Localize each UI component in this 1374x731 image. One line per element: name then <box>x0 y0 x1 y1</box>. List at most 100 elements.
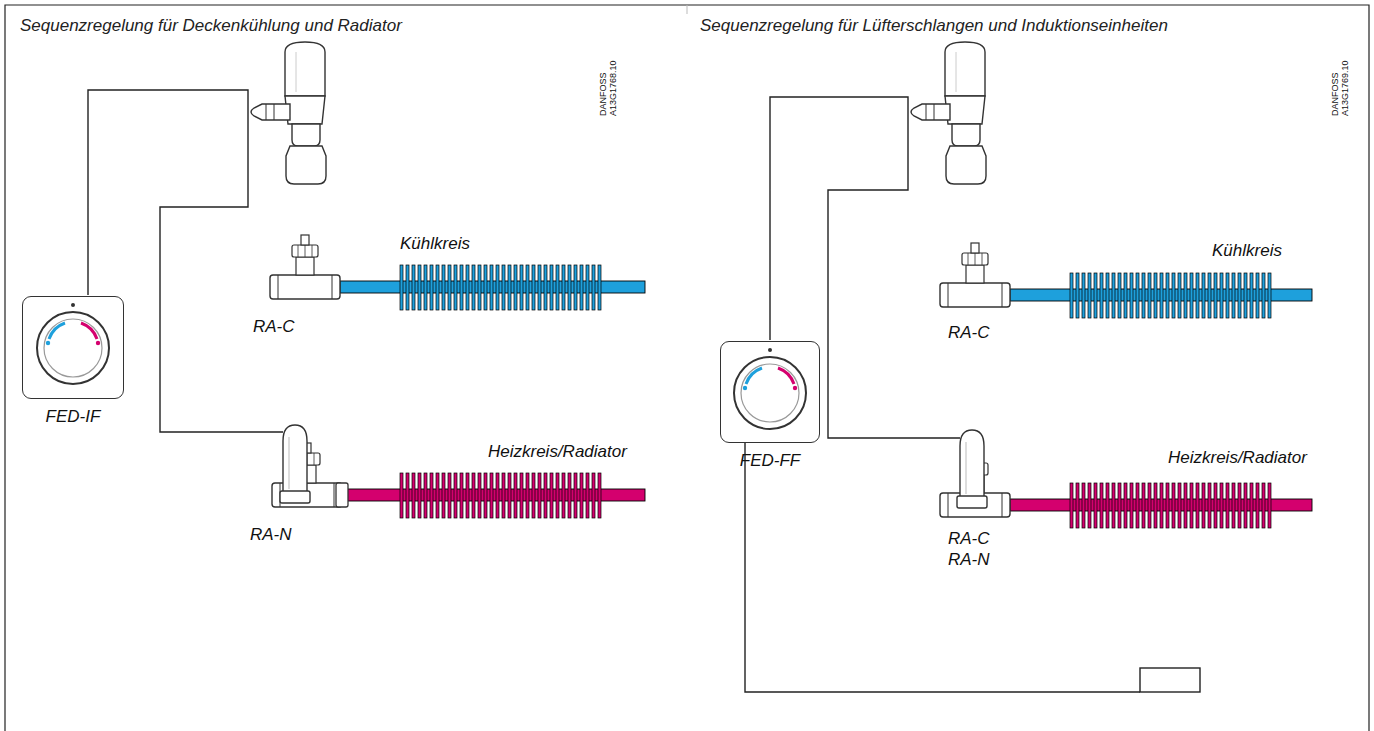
fin <box>1208 483 1211 528</box>
part-name: RA-C <box>253 316 295 337</box>
part-name: RA-C <box>948 528 990 549</box>
fin <box>514 473 517 518</box>
fin <box>1256 483 1259 528</box>
fin <box>556 265 559 310</box>
sensor-box <box>1140 668 1200 692</box>
fin <box>1076 483 1079 528</box>
remote-sensor <box>957 430 987 508</box>
drawing-code: DANFOSS A13G1768.10 <box>598 44 618 116</box>
thermostat-box: FED-IF <box>22 296 124 399</box>
fin <box>484 473 487 518</box>
fin <box>1094 483 1097 528</box>
fin <box>412 473 415 518</box>
fin <box>550 473 553 518</box>
fin <box>1130 273 1133 318</box>
circuit-label: Kühlkreis <box>400 233 470 254</box>
valve-nut <box>336 483 348 507</box>
fin <box>1202 483 1205 528</box>
fin <box>1226 483 1229 528</box>
fin <box>1088 483 1091 528</box>
fin <box>1076 273 1079 318</box>
fin <box>1136 483 1139 528</box>
fin <box>1148 273 1151 318</box>
fin <box>1148 483 1151 528</box>
fin <box>1142 483 1145 528</box>
fin <box>532 265 535 310</box>
fin <box>400 473 403 518</box>
fin <box>568 473 571 518</box>
fin <box>1172 483 1175 528</box>
fin <box>544 265 547 310</box>
fin <box>1262 273 1265 318</box>
fin <box>1088 273 1091 318</box>
fin <box>1070 483 1073 528</box>
fin <box>496 265 499 310</box>
fin <box>430 265 433 310</box>
fin <box>520 473 523 518</box>
fin <box>508 265 511 310</box>
fin <box>436 265 439 310</box>
fin <box>1202 273 1205 318</box>
fin <box>1070 273 1073 318</box>
fin <box>1124 273 1127 318</box>
circuit-label: Kühlkreis <box>1212 240 1282 261</box>
fin <box>1166 483 1169 528</box>
fin <box>562 265 565 310</box>
fin <box>484 265 487 310</box>
fin <box>514 265 517 310</box>
fin <box>1214 273 1217 318</box>
fin <box>1220 483 1223 528</box>
fin <box>1244 273 1247 318</box>
fin <box>1094 273 1097 318</box>
fin <box>424 265 427 310</box>
fin <box>418 473 421 518</box>
panel-heading: Sequenzregelung für Deckenkühlung und Ra… <box>20 15 402 36</box>
fin <box>1082 483 1085 528</box>
fin <box>418 265 421 310</box>
fin <box>1226 273 1229 318</box>
fin <box>406 265 409 310</box>
fin <box>592 473 595 518</box>
fin <box>1154 273 1157 318</box>
fin <box>436 473 439 518</box>
fin <box>496 473 499 518</box>
fin <box>448 473 451 518</box>
fin <box>442 473 445 518</box>
valve <box>270 235 340 299</box>
fin <box>556 473 559 518</box>
fin <box>538 265 541 310</box>
fin <box>466 265 469 310</box>
fin <box>1166 273 1169 318</box>
fin <box>1244 483 1247 528</box>
fin <box>502 473 505 518</box>
fin <box>1190 273 1193 318</box>
fin <box>538 473 541 518</box>
fin <box>490 265 493 310</box>
fin <box>568 265 571 310</box>
fin <box>1232 273 1235 318</box>
dial <box>37 303 109 384</box>
fin <box>1250 273 1253 318</box>
fin <box>466 473 469 518</box>
fin <box>1100 483 1103 528</box>
thermostat-box: FED-FF <box>720 341 820 443</box>
fin <box>586 473 589 518</box>
fin <box>1154 483 1157 528</box>
part-name: FED-IF <box>46 406 101 427</box>
actuator <box>251 42 326 184</box>
fin <box>412 265 415 310</box>
circuit-label: Heizkreis/Radiator <box>1168 447 1307 468</box>
fin <box>574 265 577 310</box>
fin <box>1208 273 1211 318</box>
fin <box>580 265 583 310</box>
panel: Sequenzregelung für Lüfterschlangen und … <box>687 0 1374 731</box>
fin <box>442 265 445 310</box>
fin <box>598 265 601 310</box>
fin <box>586 265 589 310</box>
fin <box>472 265 475 310</box>
fin <box>1100 273 1103 318</box>
fin <box>1256 273 1259 318</box>
panel: Sequenzregelung für Deckenkühlung und Ra… <box>0 0 687 731</box>
fin <box>472 473 475 518</box>
fin <box>1172 273 1175 318</box>
